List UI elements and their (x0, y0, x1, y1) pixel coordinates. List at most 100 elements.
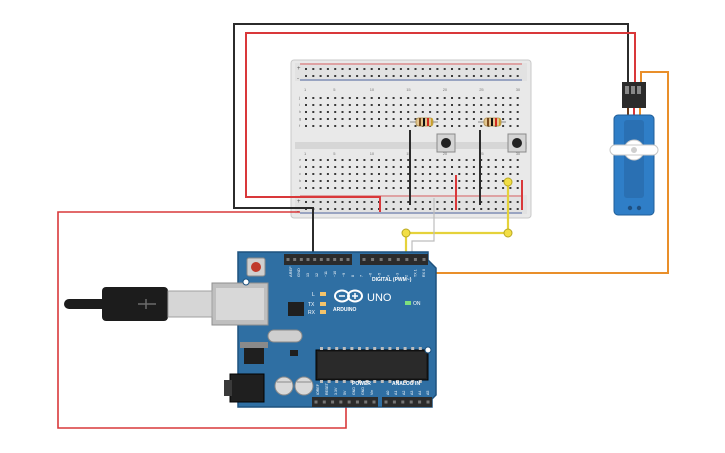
rail-hole[interactable] (502, 75, 505, 77)
header-pin[interactable] (286, 258, 290, 261)
header-pin[interactable] (405, 258, 409, 261)
breadboard-hole[interactable] (414, 97, 417, 99)
rail-hole[interactable] (305, 75, 307, 77)
breadboard-hole[interactable] (326, 159, 329, 161)
header-pin[interactable] (413, 258, 417, 261)
breadboard-hole[interactable] (392, 180, 395, 182)
header-pin[interactable] (401, 400, 405, 404)
breadboard-hole[interactable] (421, 187, 424, 189)
breadboard-hole[interactable] (509, 97, 512, 99)
breadboard-hole[interactable] (312, 159, 315, 161)
breadboard-hole[interactable] (458, 187, 461, 189)
rail-hole[interactable] (494, 68, 497, 70)
rail-hole[interactable] (392, 68, 395, 70)
breadboard-hole[interactable] (480, 104, 483, 106)
rail-hole[interactable] (509, 75, 512, 77)
rail-hole[interactable] (348, 75, 351, 77)
breadboard-hole[interactable] (370, 159, 373, 161)
breadboard-hole[interactable] (392, 118, 395, 120)
breadboard-hole[interactable] (472, 125, 475, 127)
breadboard-hole[interactable] (407, 159, 410, 161)
breadboard-hole[interactable] (516, 166, 519, 168)
breadboard-hole[interactable] (348, 125, 351, 127)
breadboard-hole[interactable] (451, 180, 453, 182)
breadboard-hole[interactable] (363, 180, 366, 182)
rail-hole[interactable] (414, 201, 417, 203)
rail-hole[interactable] (421, 68, 424, 70)
breadboard-hole[interactable] (319, 111, 322, 113)
breadboard-hole[interactable] (407, 166, 410, 168)
breadboard-hole[interactable] (502, 97, 505, 99)
breadboard-hole[interactable] (385, 118, 388, 120)
breadboard-hole[interactable] (319, 104, 322, 106)
breadboard-hole[interactable] (341, 159, 344, 161)
breadboard-hole[interactable] (480, 111, 483, 113)
breadboard-hole[interactable] (399, 111, 402, 113)
rail-hole[interactable] (436, 201, 439, 203)
breadboard-hole[interactable] (356, 118, 359, 120)
breadboard-hole[interactable] (516, 180, 519, 182)
breadboard-hole[interactable] (516, 187, 519, 189)
rail-hole[interactable] (465, 68, 468, 70)
rail-hole[interactable] (465, 201, 468, 203)
rail-hole[interactable] (378, 68, 380, 70)
breadboard-hole[interactable] (509, 159, 512, 161)
breadboard-hole[interactable] (326, 104, 329, 106)
header-pin[interactable] (362, 258, 366, 261)
rail-hole[interactable] (385, 68, 388, 70)
breadboard-hole[interactable] (458, 159, 461, 161)
rail-hole[interactable] (458, 68, 461, 70)
breadboard-hole[interactable] (378, 97, 380, 99)
rail-hole[interactable] (334, 201, 337, 203)
breadboard-hole[interactable] (421, 111, 424, 113)
header-pin[interactable] (314, 400, 318, 404)
rail-hole[interactable] (334, 68, 337, 70)
breadboard-hole[interactable] (436, 111, 439, 113)
breadboard-hole[interactable] (494, 97, 497, 99)
rail-hole[interactable] (451, 68, 453, 70)
rail-hole[interactable] (436, 208, 439, 210)
breadboard-hole[interactable] (472, 180, 475, 182)
breadboard-hole[interactable] (385, 104, 388, 106)
rail-hole[interactable] (487, 201, 490, 203)
breadboard-hole[interactable] (348, 111, 351, 113)
breadboard-hole[interactable] (421, 104, 424, 106)
breadboard-hole[interactable] (370, 118, 373, 120)
rail-hole[interactable] (472, 208, 475, 210)
breadboard-hole[interactable] (319, 166, 322, 168)
breadboard-hole[interactable] (502, 111, 505, 113)
rail-hole[interactable] (392, 201, 395, 203)
rail-hole[interactable] (407, 68, 410, 70)
breadboard-hole[interactable] (305, 118, 307, 120)
rail-hole[interactable] (305, 68, 307, 70)
breadboard-hole[interactable] (348, 180, 351, 182)
breadboard-hole[interactable] (487, 187, 490, 189)
rail-hole[interactable] (312, 68, 315, 70)
breadboard-hole[interactable] (385, 125, 388, 127)
breadboard-hole[interactable] (363, 104, 366, 106)
breadboard-hole[interactable] (385, 173, 388, 175)
breadboard-hole[interactable] (407, 104, 410, 106)
rail-hole[interactable] (414, 208, 417, 210)
breadboard-hole[interactable] (363, 125, 366, 127)
rail-hole[interactable] (363, 208, 366, 210)
rail-hole[interactable] (443, 68, 446, 70)
header-pin[interactable] (293, 258, 297, 261)
breadboard-hole[interactable] (421, 166, 424, 168)
breadboard-hole[interactable] (305, 104, 307, 106)
breadboard-hole[interactable] (399, 159, 402, 161)
breadboard-hole[interactable] (516, 97, 519, 99)
rail-hole[interactable] (341, 208, 344, 210)
breadboard-hole[interactable] (356, 187, 359, 189)
rail-hole[interactable] (516, 68, 519, 70)
rail-hole[interactable] (356, 68, 359, 70)
breadboard-hole[interactable] (458, 111, 461, 113)
rail-hole[interactable] (356, 75, 359, 77)
breadboard-hole[interactable] (429, 104, 432, 106)
breadboard-hole[interactable] (472, 118, 475, 120)
breadboard-hole[interactable] (348, 159, 351, 161)
breadboard-hole[interactable] (399, 125, 402, 127)
rail-hole[interactable] (326, 68, 329, 70)
breadboard-hole[interactable] (363, 173, 366, 175)
rail-hole[interactable] (451, 201, 453, 203)
